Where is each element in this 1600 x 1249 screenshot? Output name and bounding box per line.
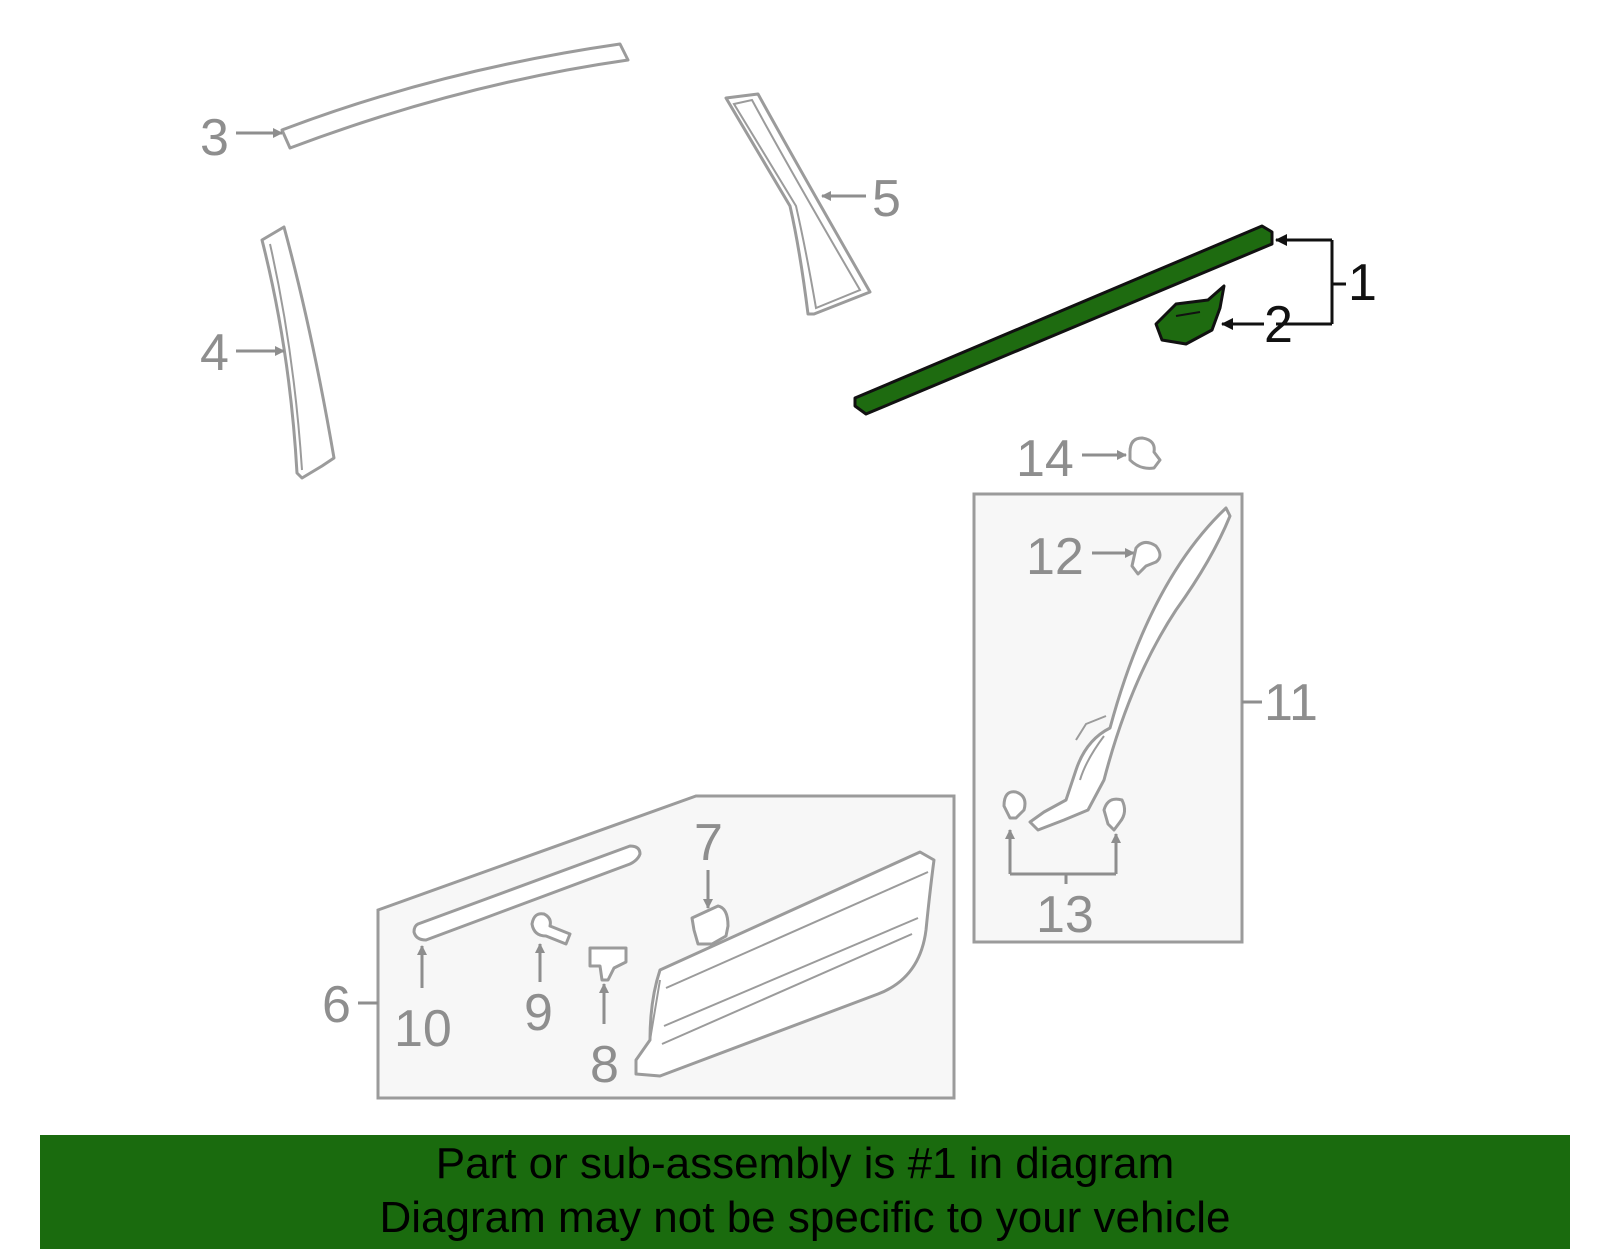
part-5-rear-pillar-garnish[interactable] — [724, 92, 872, 316]
callout-12: 12 — [1026, 528, 1135, 586]
callout-8: 8 — [590, 983, 619, 1094]
callout-2-label: 2 — [1264, 296, 1293, 354]
part-9-bolt[interactable] — [530, 912, 572, 946]
callout-11-label: 11 — [1264, 674, 1318, 732]
callout-3-label: 3 — [200, 109, 229, 167]
part-11-pillar-garnish[interactable] — [1028, 506, 1232, 832]
part-2-clip[interactable] — [1154, 284, 1226, 346]
callout-9-label: 9 — [524, 984, 553, 1042]
banner-line-1: Part or sub-assembly is #1 in diagram — [435, 1139, 1175, 1188]
callout-10-label: 10 — [394, 1000, 452, 1058]
info-banner: Part or sub-assembly is #1 in diagram Di… — [40, 1135, 1570, 1249]
part-4-pillar-molding[interactable] — [260, 225, 336, 480]
part-7-clip[interactable] — [690, 904, 730, 946]
callout-5: 5 — [821, 170, 901, 228]
callout-7-label: 7 — [694, 814, 723, 872]
callout-1-2-bracket — [1221, 234, 1346, 330]
callout-5-label: 5 — [872, 170, 901, 228]
callout-7: 7 — [694, 814, 723, 909]
callout-10: 10 — [394, 945, 452, 1058]
part-10-molding-strip[interactable] — [412, 844, 642, 942]
callout-4: 4 — [200, 324, 285, 382]
callout-13: 13 — [1005, 829, 1121, 944]
callout-8-label: 8 — [590, 1036, 619, 1094]
part-1-belt-molding[interactable] — [853, 224, 1274, 416]
banner-line-2: Diagram may not be specific to your vehi… — [379, 1193, 1231, 1242]
callout-13-label: 13 — [1036, 886, 1094, 944]
part-14-clip[interactable] — [1128, 436, 1162, 470]
callout-1-label: 1 — [1348, 254, 1377, 312]
part-6-door-molding[interactable] — [634, 850, 936, 1078]
part-8-clip[interactable] — [588, 946, 628, 982]
callout-14: 14 — [1016, 430, 1127, 488]
callout-6-label: 6 — [322, 976, 351, 1034]
callout-4-label: 4 — [200, 324, 229, 382]
callout-3: 3 — [200, 109, 283, 167]
box-6-door-molding-kit: 6 — [322, 794, 956, 1100]
part-13-clips[interactable] — [1002, 790, 1127, 832]
part-3-roof-molding[interactable] — [280, 42, 630, 150]
callout-14-label: 14 — [1016, 430, 1074, 488]
part-12-clip[interactable] — [1130, 541, 1162, 576]
callout-12-label: 12 — [1026, 528, 1084, 586]
callout-9: 9 — [524, 943, 553, 1042]
